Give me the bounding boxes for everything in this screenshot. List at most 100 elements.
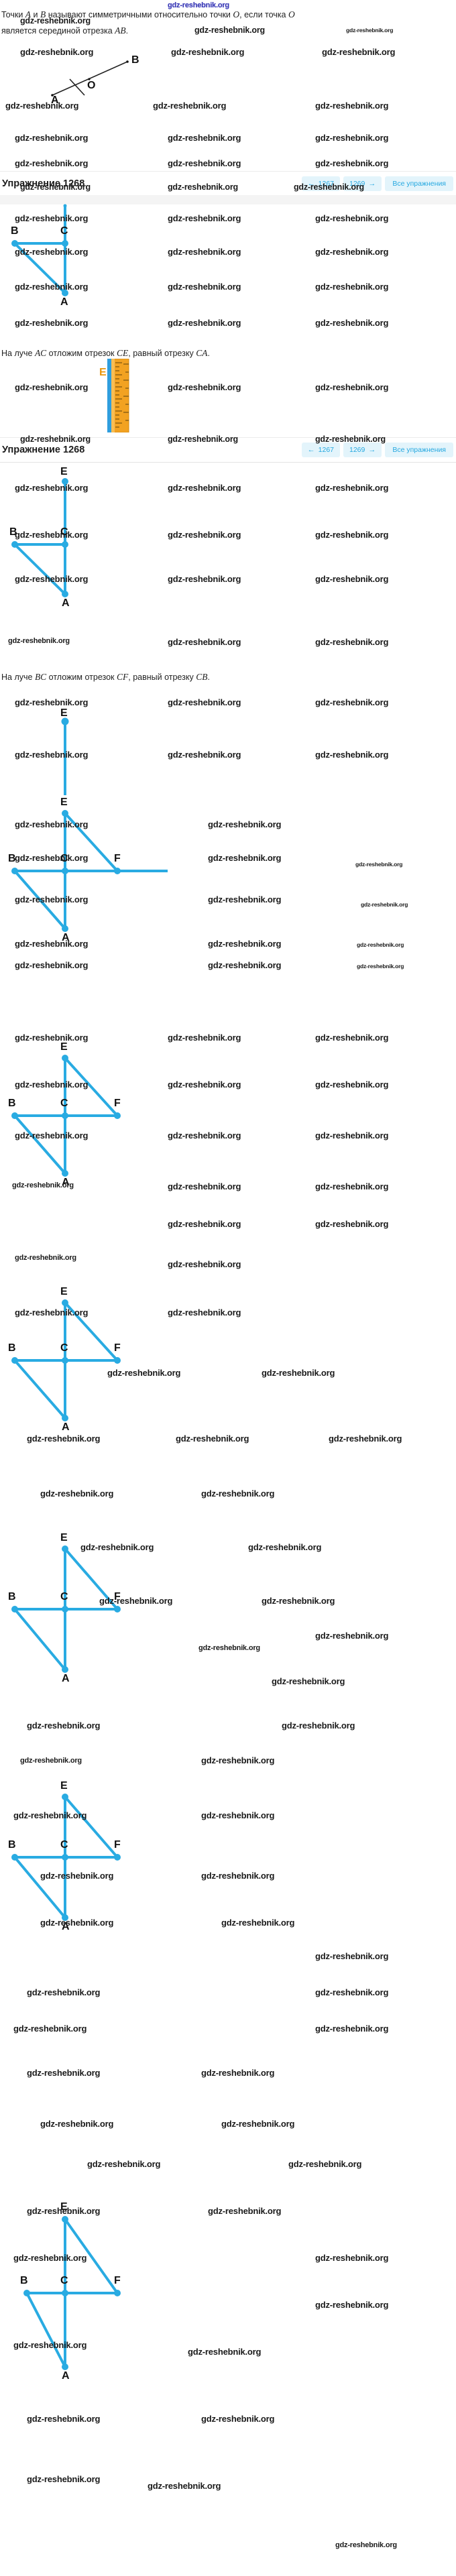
site-watermark: gdz-reshebnik.org: [40, 2119, 114, 2129]
point-label-B-5: B: [8, 853, 16, 864]
site-watermark: gdz-reshebnik.org: [315, 1951, 389, 1961]
point-label-B-2: B: [11, 225, 19, 237]
point-label-C-7: C: [60, 1342, 68, 1354]
step-2-text: На луче BC отложим отрезок CF, равный от…: [1, 670, 210, 685]
point-label-C-5: C: [60, 853, 68, 864]
step1-b: отложим отрезок: [46, 349, 117, 358]
intro-line-1: Точки A и B называют симметричными относ…: [1, 8, 295, 22]
site-watermark: gdz-reshebnik.org: [315, 318, 389, 328]
site-watermark: gdz-reshebnik.org: [315, 382, 389, 392]
site-watermark: gdz-reshebnik.org: [168, 1259, 241, 1269]
site-watermark: gdz-reshebnik.org: [315, 282, 389, 292]
step2-ray: BC: [34, 672, 47, 682]
site-watermark: gdz-reshebnik.org: [201, 2414, 275, 2424]
site-watermark: gdz-reshebnik.org: [221, 2119, 295, 2129]
exercise-title: Упражнение 1268: [2, 178, 85, 189]
point-label-C-9: C: [60, 1839, 68, 1851]
point-label-C-2: C: [60, 225, 68, 237]
site-watermark: gdz-reshebnik.org: [262, 1596, 335, 1606]
site-watermark: gdz-reshebnik.org: [8, 637, 70, 645]
arrow-left-icon: ←: [307, 179, 315, 188]
prev-exercise-label: 1267: [318, 180, 334, 188]
site-watermark: gdz-reshebnik.org: [315, 247, 389, 257]
site-watermark: gdz-reshebnik.org: [27, 1987, 101, 1997]
point-label-B-7: B: [8, 1342, 16, 1354]
point-label-A-3: A: [62, 597, 70, 609]
site-watermark: gdz-reshebnik.org: [201, 1755, 275, 1765]
site-watermark: gdz-reshebnik.org: [315, 574, 389, 584]
site-watermark: gdz-reshebnik.org: [315, 1219, 389, 1229]
site-watermark: gdz-reshebnik.org: [201, 1488, 275, 1499]
step1-a: На луче: [1, 349, 35, 358]
step-1-text: На луче AC отложим отрезок CE, равный от…: [1, 347, 210, 361]
point-label-E-8: E: [60, 1532, 68, 1543]
site-watermark: gdz-reshebnik.org: [315, 2024, 389, 2034]
point-label-F-9: F: [114, 1839, 121, 1851]
site-watermark: gdz-reshebnik.org: [315, 133, 389, 143]
arrow-left-icon-2: ←: [307, 445, 315, 454]
site-watermark: gdz-reshebnik.org: [15, 133, 89, 143]
site-watermark: gdz-reshebnik.org: [27, 2414, 101, 2424]
site-watermark: gdz-reshebnik.org: [315, 2253, 389, 2263]
all-exercises-button-2[interactable]: Все упражнения: [385, 443, 453, 457]
point-label-E-9: E: [60, 1780, 68, 1792]
site-watermark: gdz-reshebnik.org: [355, 861, 403, 868]
site-watermark: gdz-reshebnik.org: [315, 1631, 389, 1641]
intro-line-2: является серединой отрезка AB.: [1, 24, 128, 38]
site-watermark: gdz-reshebnik.org: [315, 213, 389, 223]
all-exercises-button[interactable]: Все упражнения: [385, 176, 453, 191]
site-watermark: gdz-reshebnik.org: [15, 382, 89, 392]
site-watermark: gdz-reshebnik.org: [315, 101, 389, 111]
point-label-F-10: F: [114, 2275, 121, 2286]
point-label-F-8: F: [114, 1591, 121, 1602]
site-watermark: gdz-reshebnik.org: [315, 1130, 389, 1140]
exercise-bar-top: Упражнение 1268 ← 1267 1269 → Все упражн…: [0, 171, 456, 196]
site-watermark: gdz-reshebnik.org: [27, 2068, 101, 2078]
math-A: A: [25, 9, 32, 19]
site-watermark: gdz-reshebnik.org: [315, 1079, 389, 1090]
step2-eq: CB: [196, 672, 208, 682]
point-label-E-3: E: [60, 466, 68, 477]
ruler-point-label-E: E: [99, 367, 107, 378]
ruler-illustration: [107, 358, 134, 436]
site-watermark: gdz-reshebnik.org: [315, 1987, 389, 1997]
site-watermark: gdz-reshebnik.org: [15, 960, 89, 970]
next-exercise-button-2[interactable]: 1269 →: [343, 443, 382, 457]
step2-seg: CF: [116, 672, 129, 682]
site-watermark: gdz-reshebnik.org: [15, 158, 89, 168]
site-watermark: gdz-reshebnik.org: [335, 2541, 397, 2549]
next-exercise-button[interactable]: 1269 →: [343, 176, 382, 191]
site-watermark: gdz-reshebnik.org: [315, 750, 389, 760]
point-label-A-8: A: [62, 1673, 70, 1684]
figure-final-repeat-1: E B C F A: [0, 1780, 228, 1944]
step1-eq: CA: [196, 348, 208, 358]
point-label-B-9: B: [8, 1839, 16, 1851]
point-label-A-2: A: [60, 296, 68, 308]
figure-EF-joined: E B C F A: [0, 1042, 228, 1200]
site-watermark: gdz-reshebnik.org: [27, 1720, 101, 1731]
site-watermark: gdz-reshebnik.org: [322, 47, 396, 57]
math-B: B: [40, 9, 46, 19]
prev-exercise-button-2[interactable]: ← 1267: [301, 443, 340, 457]
site-watermark: gdz-reshebnik.org: [262, 1368, 335, 1378]
point-label-A-10: A: [62, 2370, 70, 2382]
intro-text-d: , если точка: [239, 10, 288, 19]
site-watermark: gdz-reshebnik.org: [282, 1720, 355, 1731]
intro-text-f: .: [125, 26, 129, 36]
site-watermark: gdz-reshebnik.org: [40, 1488, 114, 1499]
all-exercises-label-2: Все упражнения: [392, 446, 446, 454]
step2-c: , равный отрезку: [128, 672, 196, 682]
site-watermark: gdz-reshebnik.org: [194, 25, 265, 35]
site-watermark: gdz-reshebnik.org: [315, 2300, 389, 2310]
figure-vertical-ray-E: E: [0, 708, 201, 798]
site-watermark: gdz-reshebnik.org: [288, 2159, 362, 2169]
step1-c: , равный отрезку: [128, 349, 196, 358]
point-label-E-10: E: [60, 2201, 68, 2213]
figure-final-closed: E B C F A: [0, 2202, 228, 2394]
site-watermark: gdz-reshebnik.org: [87, 2159, 161, 2169]
math-O2: O: [288, 9, 295, 19]
prev-exercise-button[interactable]: ← 1267: [301, 176, 340, 191]
intro-text-b: и: [31, 10, 40, 19]
site-watermark: gdz-reshebnik.org: [168, 637, 241, 647]
